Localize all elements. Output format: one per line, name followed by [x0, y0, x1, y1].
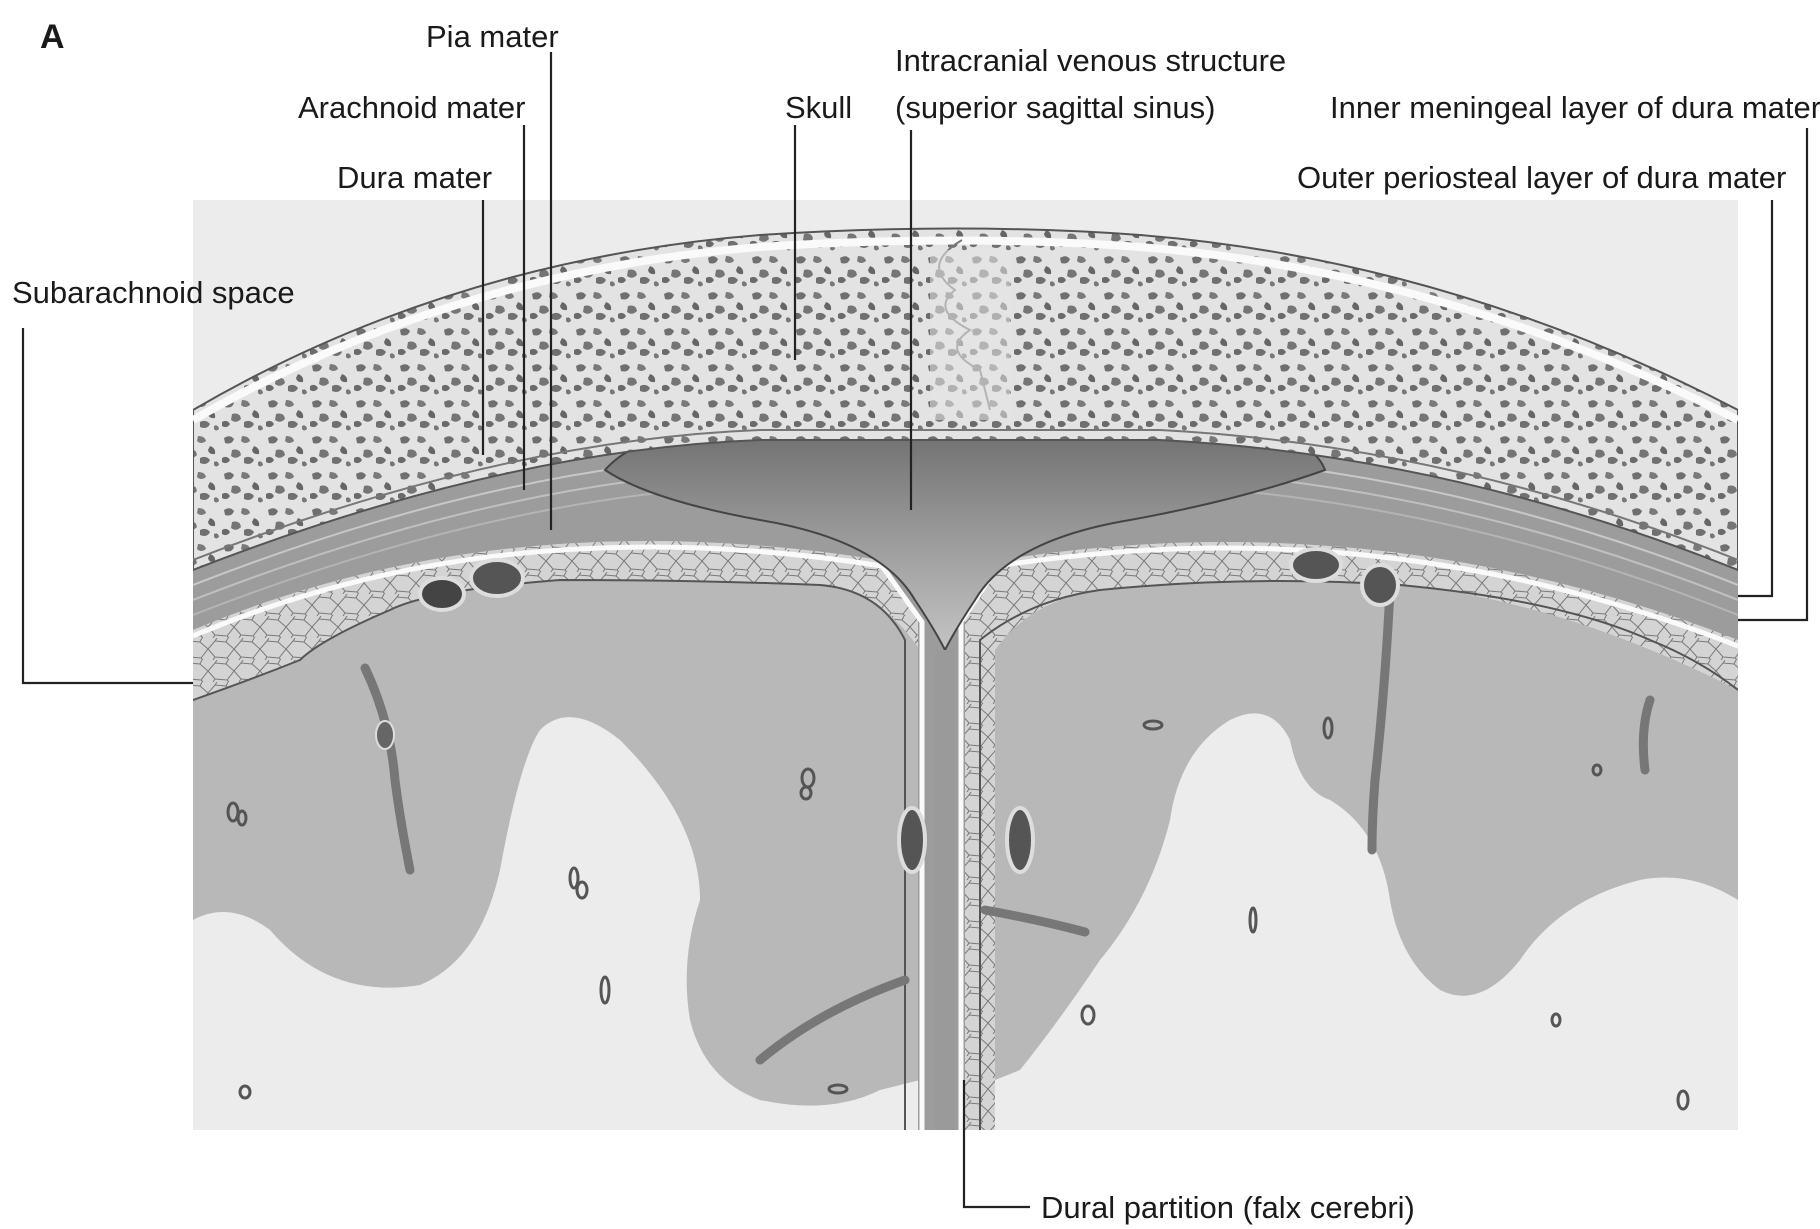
label-arachnoid-mater: Arachnoid mater	[298, 90, 525, 125]
section-illustration	[193, 200, 1738, 1130]
label-superior-sagittal-sinus: (superior sagittal sinus)	[895, 90, 1215, 125]
label-dural-partition: Dural partition (falx cerebri)	[1041, 1190, 1415, 1225]
label-venous-structure: Intracranial venous structure	[895, 43, 1286, 78]
label-subarachnoid-space: Subarachnoid space	[12, 275, 295, 310]
label-inner-meningeal-layer: Inner meningeal layer of dura mater	[1330, 90, 1820, 125]
label-skull: Skull	[785, 90, 852, 125]
label-pia-mater: Pia mater	[426, 19, 559, 54]
panel-letter: A	[40, 18, 65, 56]
label-dura-mater: Dura mater	[337, 160, 492, 195]
falx-cerebri	[935, 650, 955, 1130]
label-outer-periosteal-layer: Outer periosteal layer of dura mater	[1297, 160, 1786, 195]
